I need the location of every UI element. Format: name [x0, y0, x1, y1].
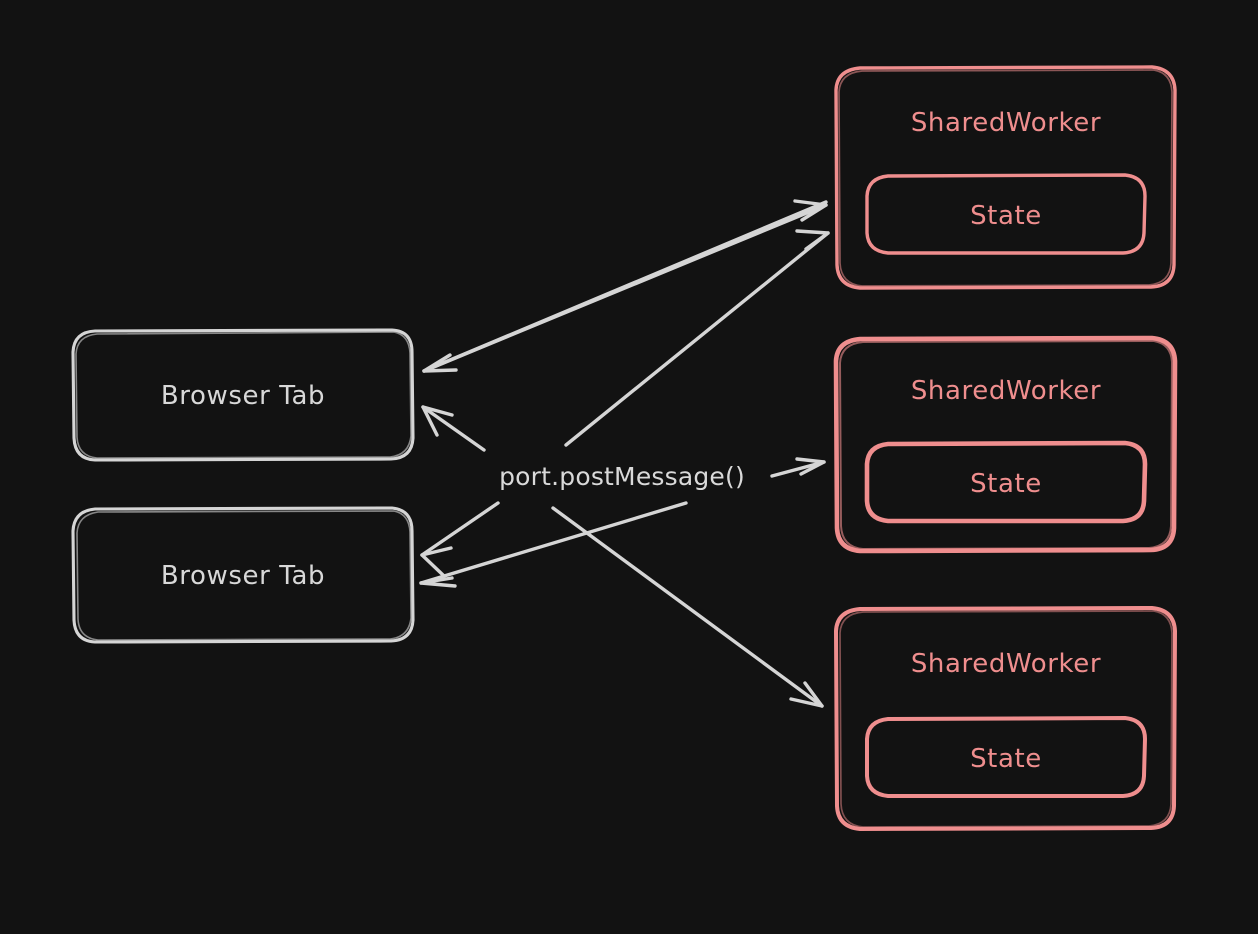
shared-worker-1-outline [834, 65, 1177, 290]
shared-worker-1-title: SharedWorker [911, 108, 1101, 138]
shared-worker-2-title: SharedWorker [911, 376, 1101, 406]
browser-tab-2[interactable]: Browser Tab [71, 506, 415, 644]
edge-to-worker3 [551, 506, 824, 708]
shared-worker-2-state-box[interactable]: State [864, 440, 1148, 524]
shared-worker-2-outline [833, 335, 1178, 554]
shared-worker-2[interactable]: SharedWorker State [833, 335, 1178, 554]
edge-short-to-tab1 [421, 405, 486, 452]
edge-short-to-tab2 [420, 501, 500, 577]
shared-worker-1-state-box[interactable]: State [865, 173, 1147, 255]
shared-worker-2-outline-sketch [839, 340, 1173, 550]
shared-worker-3-outline-sketch [839, 610, 1173, 828]
shared-worker-1-state-label: State [970, 201, 1042, 231]
browser-tab-2-outline-sketch [76, 510, 412, 641]
shared-worker-3-state-box[interactable]: State [865, 716, 1147, 798]
browser-tab-2-outline [71, 506, 415, 644]
shared-worker-3-state-outline [865, 716, 1147, 798]
edge-to-tab2-horizontal [419, 501, 688, 588]
edge-worker1-to-tab1 [422, 200, 828, 373]
browser-tab-1-label: Browser Tab [161, 381, 325, 411]
edge-label-to-worker2 [770, 457, 826, 478]
shared-worker-1-outline-sketch [838, 69, 1173, 287]
browser-tab-1-outline-sketch [75, 331, 412, 459]
edge-tab2-to-worker1 [564, 229, 830, 447]
shared-worker-2-state-label: State [970, 469, 1042, 499]
shared-worker-3-state-label: State [970, 744, 1042, 774]
shared-worker-3[interactable]: SharedWorker State [834, 606, 1177, 831]
shared-worker-1[interactable]: SharedWorker State [834, 65, 1177, 290]
browser-tab-2-label: Browser Tab [161, 561, 325, 591]
shared-worker-3-outline [834, 606, 1177, 831]
shared-worker-1-state-outline [865, 173, 1147, 255]
edge-label-port-postmessage: port.postMessage() [499, 462, 745, 491]
browser-tab-1-outline [71, 328, 415, 462]
shared-worker-2-state-outline [864, 440, 1148, 524]
browser-tab-1[interactable]: Browser Tab [71, 328, 415, 462]
shared-worker-3-title: SharedWorker [911, 649, 1101, 679]
